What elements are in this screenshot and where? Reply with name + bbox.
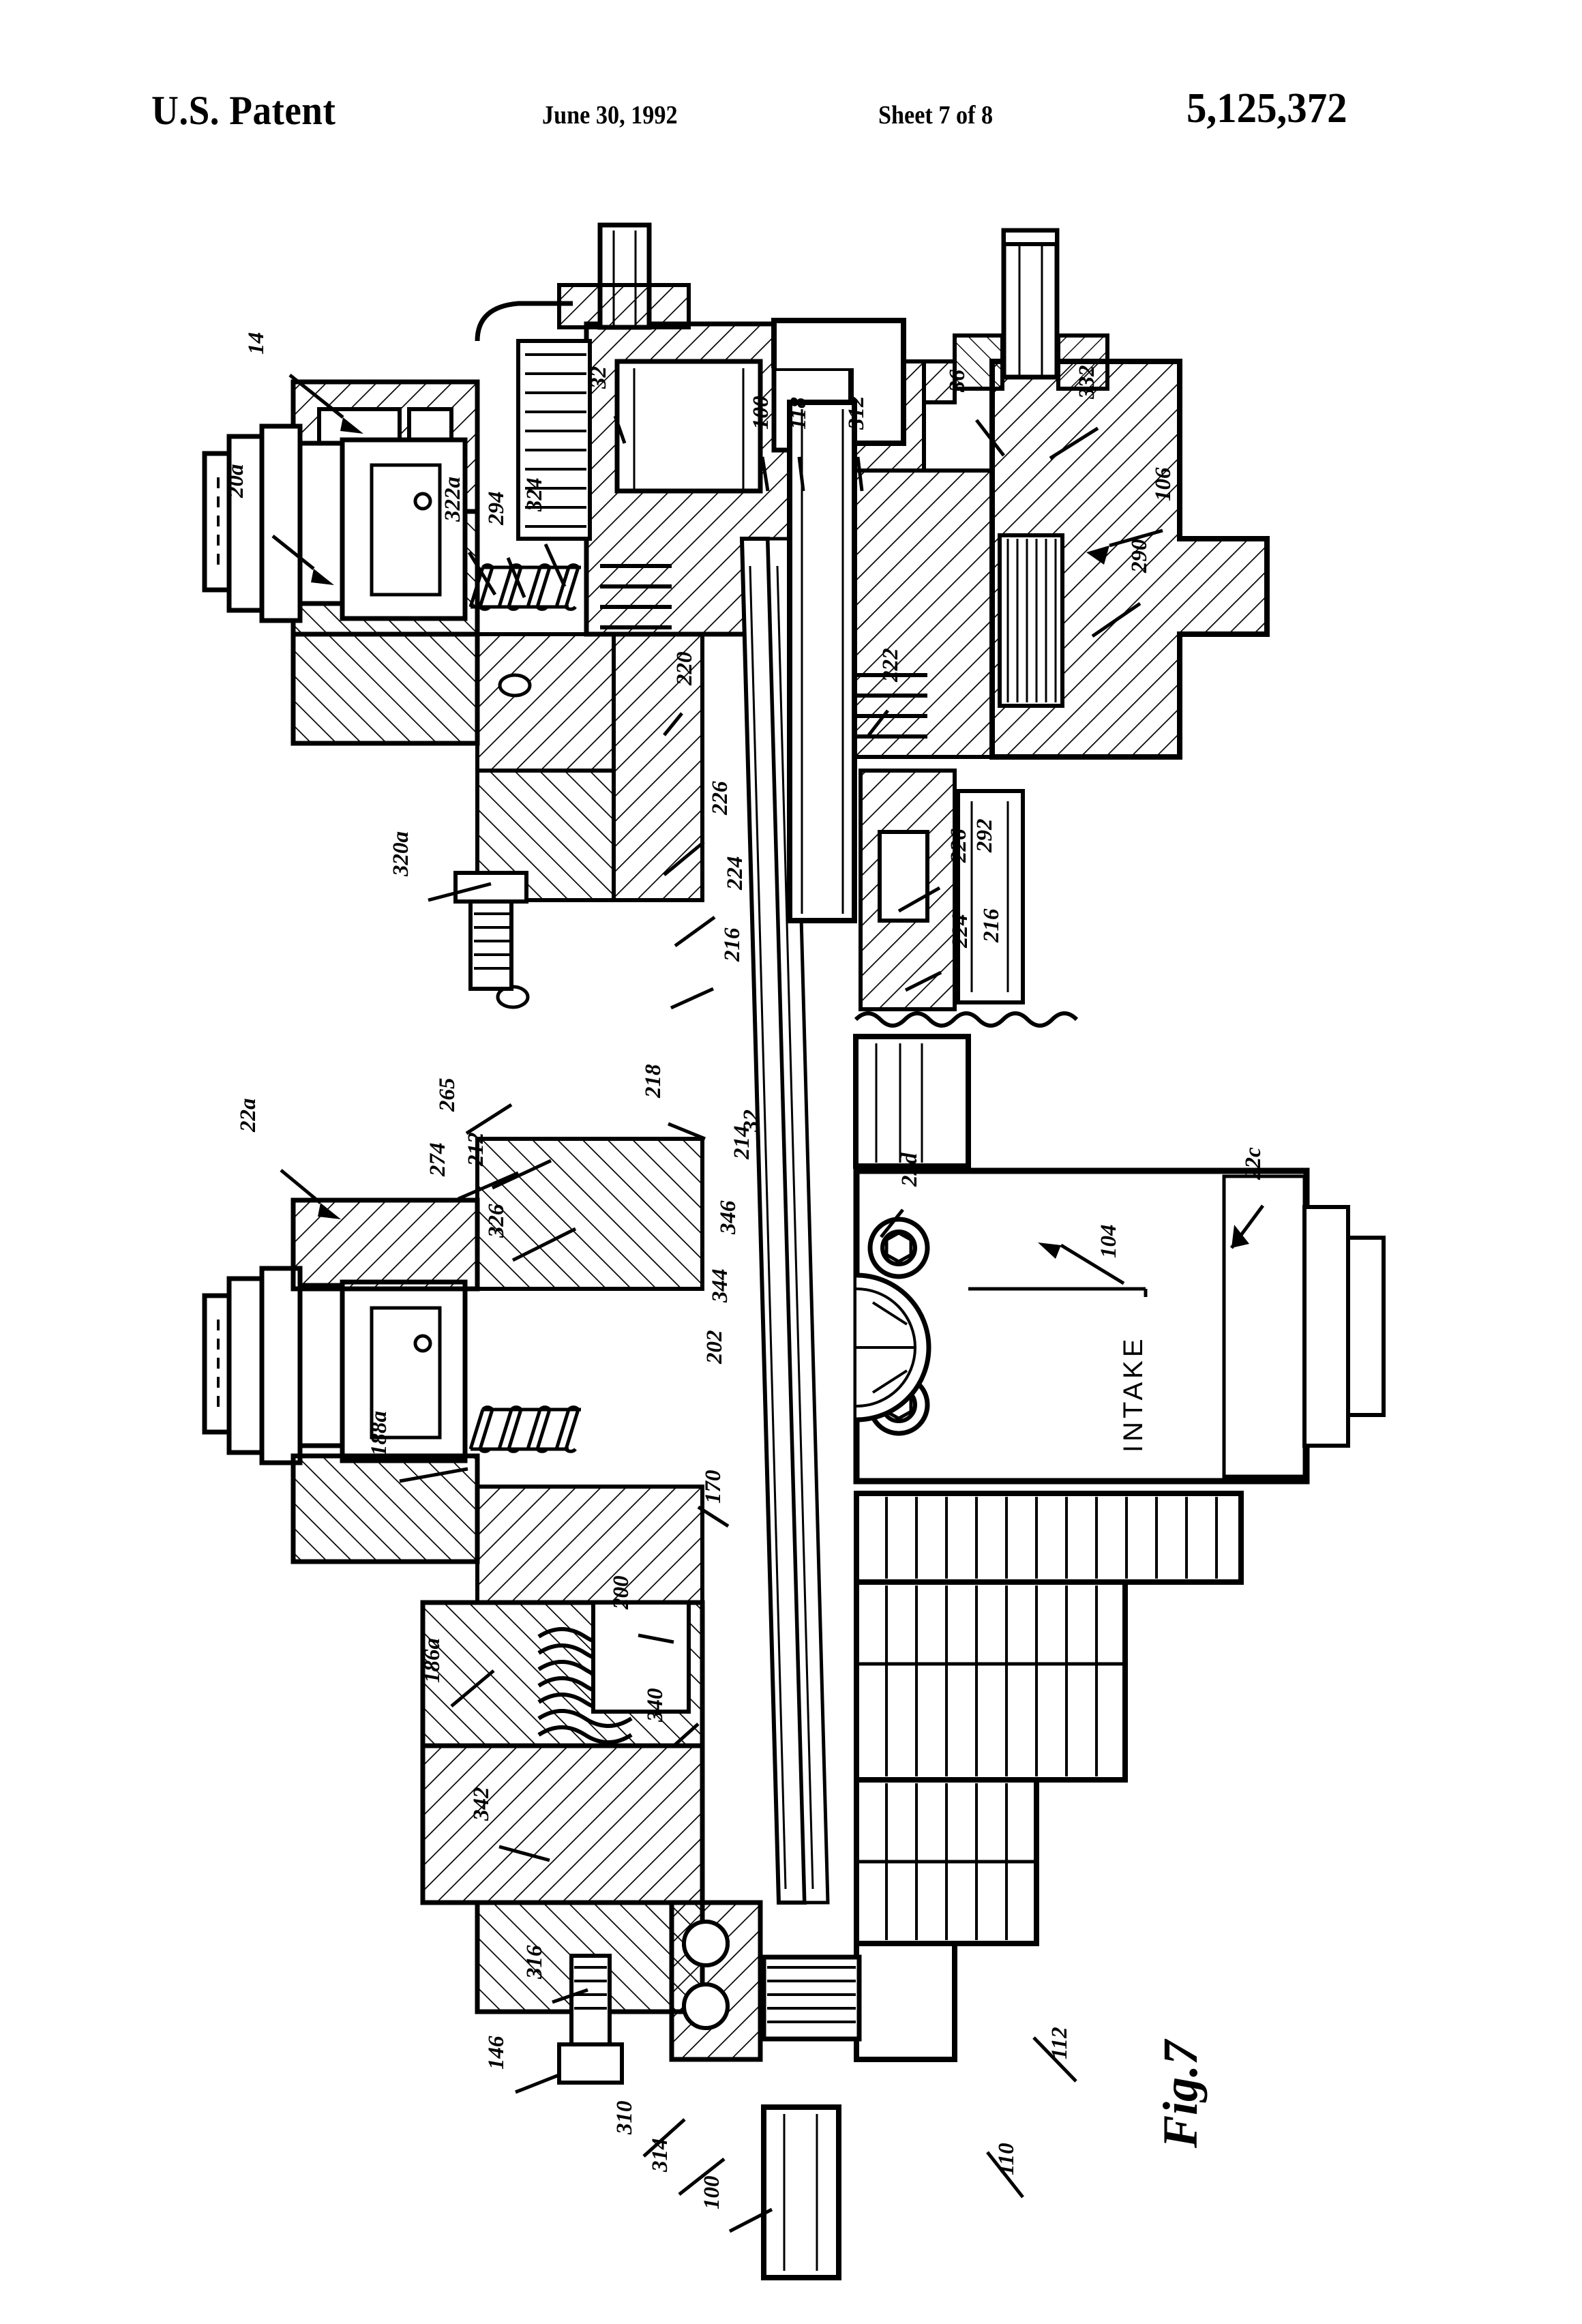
reference-numeral-344: 344 (708, 1268, 732, 1303)
patent-header: U.S. Patent June 30, 1992 Sheet 7 of 8 5… (0, 0, 1582, 157)
reference-numeral-314: 314 (648, 2138, 672, 2173)
housing-mid-left (290, 631, 704, 902)
reference-numeral-214: 214 (730, 1125, 754, 1160)
reference-numeral-332: 332 (1075, 365, 1099, 400)
reference-numeral-224: 224 (723, 856, 747, 891)
central-shaft (739, 537, 830, 1905)
figure-caption: Fig.7 (1153, 2040, 1208, 2148)
spline-shaft-36 (998, 533, 1064, 708)
cylinder-320a (340, 437, 468, 621)
reference-numeral-146: 146 (484, 2036, 509, 2070)
shaft-36 (1001, 228, 1060, 380)
reference-numeral-340: 340 (643, 1688, 668, 1723)
valve-block-292 (859, 769, 1025, 1011)
collar-32 (557, 283, 691, 329)
bolt-316 (557, 1954, 624, 2085)
gear-294 (475, 301, 592, 541)
threaded-end-100 (761, 1954, 862, 2280)
reference-numeral-14: 14 (244, 332, 269, 355)
reference-numeral-212: 212 (464, 1132, 488, 1167)
reference-numeral-324: 324 (522, 477, 547, 512)
leader-arrowheads (311, 417, 1249, 1259)
reference-numeral-112: 112 (1047, 2027, 1072, 2059)
patent-figure: Fig.7 INTAKE 14 20a 22a 322a 294 324 32 100 118 3… (0, 157, 1582, 2324)
spline-220 (600, 564, 672, 629)
reference-numeral-200: 200 (609, 1575, 633, 1610)
reference-numeral-218: 218 (641, 1064, 666, 1099)
reference-numeral-216: 216 (720, 927, 745, 962)
reference-numeral-170: 170 (701, 1470, 726, 1504)
reference-numeral-346: 346 (716, 1200, 741, 1235)
piston-200 (591, 1600, 691, 1714)
reference-numeral-274: 274 (426, 1142, 450, 1177)
reference-numeral-100b: 100 (700, 2175, 724, 2210)
patent-office-title: U.S. Patent (151, 88, 336, 133)
reference-numeral-106: 106 (1151, 467, 1176, 502)
barrel-112 (854, 1491, 1244, 2062)
reference-numeral-222: 222 (878, 648, 903, 683)
reference-numeral-226b: 226 (946, 829, 971, 863)
reference-numeral-216b: 216 (979, 908, 1004, 943)
reference-numeral-20a: 20a (224, 464, 248, 498)
cylinder-188a (340, 1279, 468, 1463)
spring-lower-left (471, 1407, 581, 1452)
reference-numeral-22d: 22d (897, 1152, 922, 1187)
figure-drawing (202, 222, 1386, 2280)
reference-numeral-104: 104 (1096, 1224, 1121, 1259)
reference-numeral-186a: 186a (420, 1638, 445, 1683)
housing-310 (669, 1900, 763, 2062)
reference-numeral-326: 326 (484, 1204, 509, 1238)
reference-numeral-188a: 188a (367, 1411, 391, 1456)
reference-numeral-224b: 224 (948, 914, 972, 949)
reference-numeral-32t: 32 (586, 366, 611, 389)
reference-numeral-265: 265 (435, 1077, 460, 1112)
reference-numeral-36: 36 (945, 370, 970, 392)
patent-issue-date: June 30, 1992 (542, 101, 678, 130)
reference-numeral-310: 310 (612, 2100, 637, 2135)
reference-numeral-292: 292 (972, 818, 997, 853)
break-line (854, 1011, 1079, 1028)
column-104 (853, 1034, 971, 1169)
reference-numeral-294: 294 (484, 491, 509, 526)
intake-manifold-22c (853, 1167, 1386, 1485)
reference-numeral-202: 202 (702, 1330, 727, 1365)
reference-numeral-322a: 322a (441, 477, 465, 522)
intake-text-label: INTAKE (1118, 1335, 1148, 1452)
reference-numeral-118: 118 (786, 397, 811, 430)
bore-226 (787, 400, 857, 923)
reference-numeral-110: 110 (994, 2143, 1019, 2175)
bearing-332 (953, 333, 1109, 391)
spline-222 (856, 673, 927, 759)
sheet-number: Sheet 7 of 8 (878, 101, 994, 130)
reference-numeral-22a: 22a (236, 1098, 260, 1133)
reference-numeral-290: 290 (1127, 539, 1152, 573)
reference-numeral-320a: 320a (389, 831, 413, 876)
reference-numeral-100t: 100 (749, 396, 773, 430)
leader-lines (271, 374, 1265, 2233)
reference-numeral-316: 316 (522, 1945, 547, 1980)
solenoid-22a (202, 1266, 345, 1465)
solenoid-20a (202, 423, 345, 623)
reference-numeral-226: 226 (708, 781, 732, 816)
reference-numeral-342: 342 (469, 1787, 494, 1821)
reference-numeral-22c: 22c (1241, 1147, 1266, 1180)
housing-lower-left (290, 1137, 705, 2014)
patent-number: 5,125,372 (1186, 85, 1347, 132)
spring-upper (471, 565, 581, 610)
reference-numeral-312: 312 (844, 396, 869, 430)
bolt-218 (453, 871, 528, 991)
reference-numeral-220: 220 (672, 651, 697, 686)
